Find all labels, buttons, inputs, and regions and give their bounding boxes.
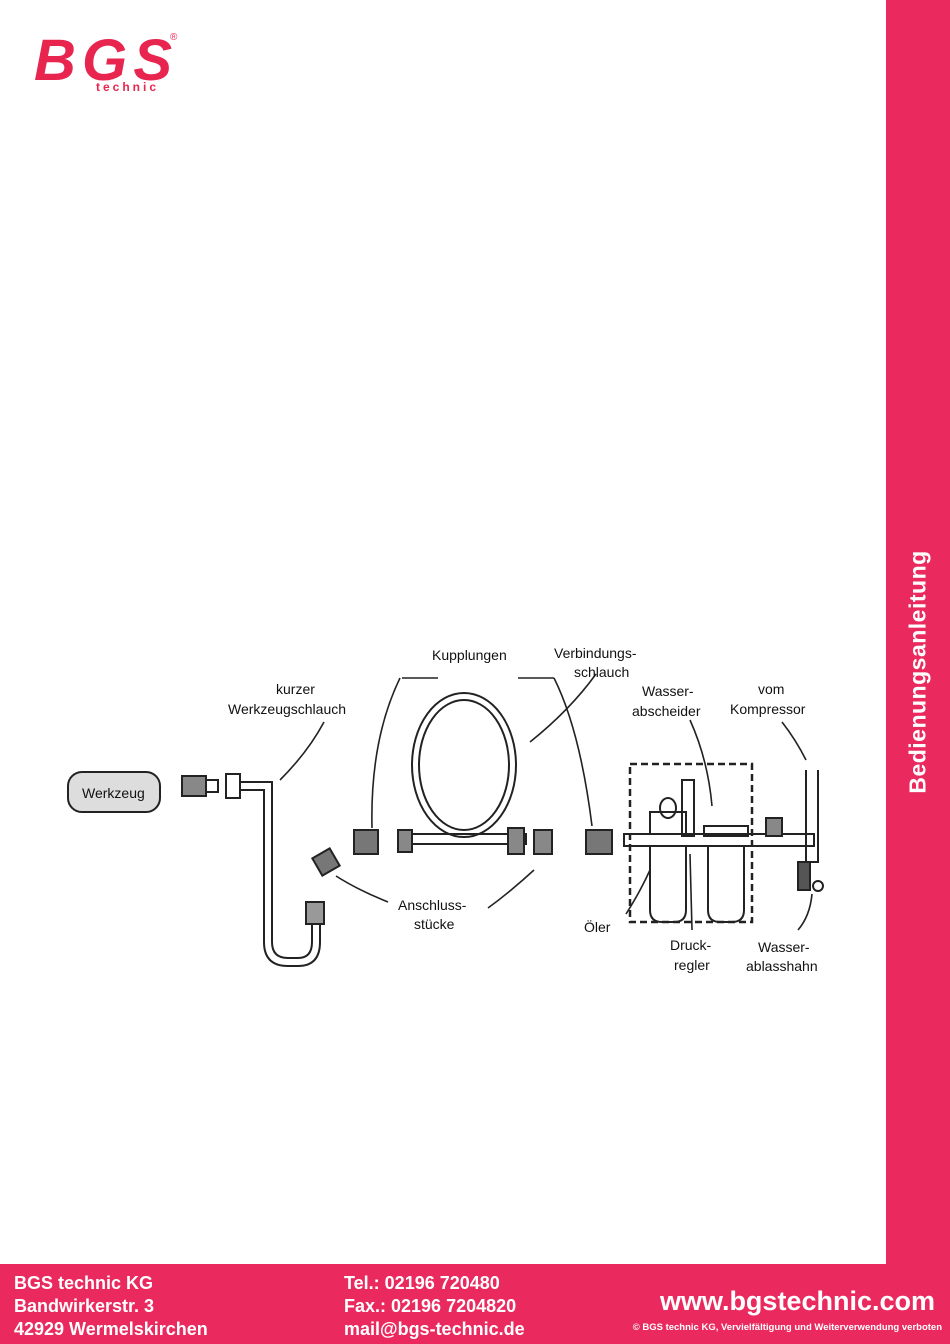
label-werkzeug: Werkzeug bbox=[82, 785, 145, 801]
logo-registered: ® bbox=[170, 32, 178, 43]
tool-shape bbox=[67, 771, 161, 813]
footer-city: 42929 Wermelskirchen bbox=[14, 1319, 208, 1339]
footer-address: BGS technic KG Bandwirkerstr. 3 42929 We… bbox=[14, 1272, 208, 1341]
label-ablass-2: ablasshahn bbox=[746, 958, 818, 974]
footer-mail[interactable]: mail@bgs-technic.de bbox=[344, 1319, 525, 1339]
footer-fax: Fax.: 02196 7204820 bbox=[344, 1296, 517, 1316]
label-wasserabscheider-1: Wasser- bbox=[642, 683, 694, 699]
footer-street: Bandwirkerstr. 3 bbox=[14, 1296, 155, 1316]
logo-sub: technic bbox=[96, 80, 159, 94]
label-kompressor-2: Kompressor bbox=[730, 701, 806, 717]
tool-plug bbox=[181, 775, 207, 797]
connection-hose-coil bbox=[411, 692, 517, 838]
short-hose bbox=[240, 781, 313, 959]
footer-copyright: © BGS technic KG, Vervielfältigung und W… bbox=[632, 1322, 942, 1333]
label-kupplungen: Kupplungen bbox=[432, 647, 507, 663]
label-anschluss-1: Anschluss- bbox=[398, 897, 467, 913]
label-kurzer-2: Werkzeugschlauch bbox=[228, 701, 346, 717]
footer-tel: Tel.: 02196 720480 bbox=[344, 1273, 500, 1293]
label-druck-1: Druck- bbox=[670, 937, 712, 953]
label-verbindung-2: schlauch bbox=[574, 664, 629, 680]
coupling-left bbox=[353, 829, 379, 855]
footer-website[interactable]: www.bgstechnic.com bbox=[659, 1286, 935, 1316]
side-bar bbox=[886, 0, 950, 1264]
side-bar-label: Bedienungsanleitung bbox=[904, 550, 931, 794]
footer-contact: Tel.: 02196 720480 Fax.: 02196 7204820 m… bbox=[344, 1272, 525, 1341]
footer-company: BGS technic KG bbox=[14, 1273, 154, 1293]
label-kurzer-1: kurzer bbox=[276, 681, 315, 697]
label-verbindung-1: Verbindungs- bbox=[554, 645, 637, 661]
label-oeler: Öler bbox=[584, 918, 611, 935]
air-system-diagram: Werkzeug kurzer Werkzeugschlauch Kupplun… bbox=[67, 645, 824, 974]
logo-text: BGS bbox=[34, 28, 172, 93]
bgs-logo: BGS ® technic bbox=[34, 28, 178, 94]
label-druck-2: regler bbox=[674, 957, 710, 973]
label-ablass-1: Wasser- bbox=[758, 939, 810, 955]
label-anschluss-2: stücke bbox=[414, 916, 455, 932]
coupling-right bbox=[585, 829, 613, 855]
label-kompressor-1: vom bbox=[758, 681, 784, 697]
label-wasserabscheider-2: abscheider bbox=[632, 703, 701, 719]
footer: BGS technic KG Bandwirkerstr. 3 42929 We… bbox=[0, 1264, 950, 1344]
